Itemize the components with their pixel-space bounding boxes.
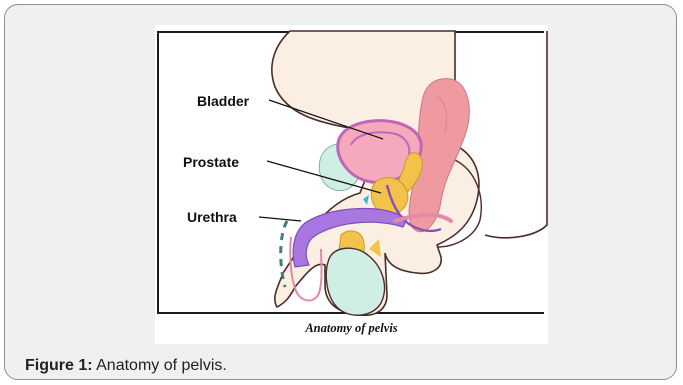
pelvis-anatomy-diagram: Bladder Prostate Urethra bbox=[155, 25, 548, 320]
bladder-label: Bladder bbox=[197, 93, 250, 109]
urethra-leader bbox=[259, 217, 301, 221]
prostate-label: Prostate bbox=[183, 154, 239, 170]
urethra-label: Urethra bbox=[187, 209, 237, 225]
figure-caption-text: Anatomy of pelvis. bbox=[93, 357, 227, 374]
figure-caption-label: Figure 1: bbox=[25, 357, 93, 374]
figure-caption: Figure 1: Anatomy of pelvis. bbox=[25, 357, 227, 375]
figure-card: Bladder Prostate Urethra Anatomy of pelv… bbox=[4, 4, 677, 380]
panel-caption: Anatomy of pelvis bbox=[155, 321, 548, 336]
back-outline bbox=[485, 31, 547, 238]
figure-image: Bladder Prostate Urethra Anatomy of pelv… bbox=[155, 25, 548, 344]
